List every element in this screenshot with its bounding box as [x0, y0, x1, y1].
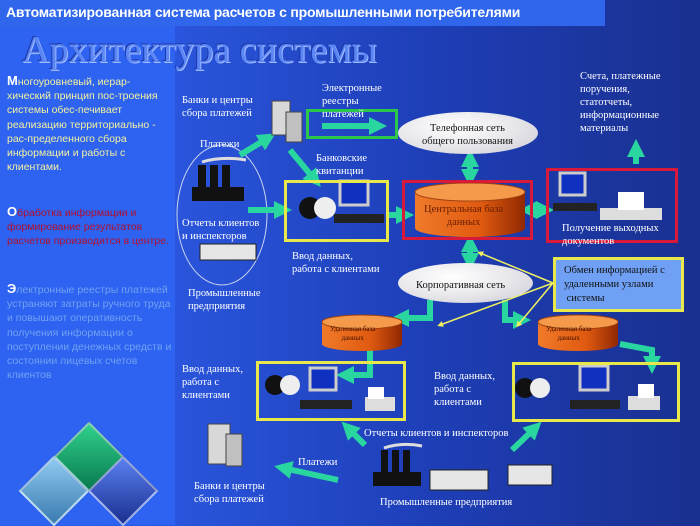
paragraph-multilevel: Многоуровневый, иерар-хический принцип п… — [7, 73, 172, 174]
drop-cap: М — [7, 73, 18, 88]
label-data-entry-top: Ввод данных, работа с клиентами — [292, 251, 380, 275]
arrows — [238, 117, 661, 483]
arrow-reports-right — [509, 421, 542, 453]
arrow-payments-bottom — [274, 461, 339, 483]
arrow-remote-left-down — [336, 350, 373, 384]
label-central-db: Центральная база данных — [424, 204, 504, 228]
phone-network-cloud — [398, 112, 538, 154]
label-data-entry-left: Ввод данных, работа с клиентами — [182, 364, 243, 401]
central-db-cylinder — [414, 182, 526, 237]
label-data-entry-right: Ввод данных, работа с клиентами — [434, 371, 495, 408]
workstation-bottom-left-icon — [265, 366, 395, 411]
label-enterprises-bottom: Промышленные предприятия — [380, 497, 513, 508]
drop-cap: О — [7, 204, 18, 219]
arrow-receipts — [287, 148, 321, 187]
factory-icon — [192, 156, 247, 201]
paragraph-text: лектронные реестры платежей устраняют за… — [7, 284, 172, 382]
paragraph-text: ногоуровневый, иерар-хический принцип по… — [7, 76, 158, 174]
workstation-top-icon — [299, 179, 384, 223]
bank-building-bottom-icon — [207, 423, 243, 467]
drop-cap: Э — [7, 281, 17, 296]
factory-bottom-icon — [373, 442, 423, 486]
data-entry-left-box — [256, 361, 406, 421]
slide-title: Архитектура системы — [22, 29, 377, 71]
warehouse-bottom-icon — [429, 469, 489, 491]
remote-db-left-cylinder — [321, 314, 403, 351]
corporate-network-cloud — [398, 263, 533, 303]
e-registers-box — [306, 109, 398, 139]
data-entry-right-box — [512, 362, 680, 422]
label-output-docs: Получение выходных документов — [562, 223, 659, 247]
arrow-corp-remote-right — [502, 300, 531, 329]
output-workstation-icon — [553, 171, 662, 220]
label-payments: Платежи — [200, 139, 240, 150]
label-enterprises: Промышленные предприятия — [188, 288, 261, 312]
header-bar: Автоматизированная система расчетов с пр… — [0, 0, 605, 26]
label-reports: Отчеты клиентов и инспекторов — [182, 218, 260, 242]
label-remote-db-right: Удаленная база данных — [546, 325, 592, 342]
paragraph-text: бработка информации и формирование резул… — [7, 207, 169, 248]
arrow-reports-left — [341, 421, 368, 448]
label-remote-db-left: Удаленная база данных — [330, 325, 376, 342]
label-corporate-network: Корпоративная сеть — [416, 280, 506, 291]
paragraph-registers: Электронные реестры платежей устраняют з… — [7, 281, 172, 382]
exchange-text: Обмен информацией с удаленными узлами си… — [564, 265, 665, 304]
workstation-bottom-right-icon — [515, 364, 660, 410]
remote-db-right-cylinder — [537, 314, 619, 351]
data-entry-top-box — [284, 180, 389, 242]
label-banks-bottom: Банки и центры сбора платежей — [194, 481, 265, 505]
label-outputs: Счета, платежные поручения, статотчеты, … — [580, 71, 661, 134]
paragraph-processing: Обработка информации и формирование резу… — [7, 204, 172, 249]
label-bank-receipts: Банковские квитанции — [316, 153, 368, 177]
arrow-remote-right-down — [619, 341, 661, 374]
warehouse-icon — [199, 243, 257, 261]
label-banks: Банки и центры сбора платежей — [182, 95, 253, 119]
central-db-box — [402, 180, 533, 240]
enterprises-ellipse — [176, 144, 268, 286]
label-phone-network: Телефонная сеть общего пользования — [422, 123, 513, 147]
label-e-registers: Электронные реестры платежей — [322, 83, 382, 120]
bank-building-icon — [271, 100, 303, 143]
label-reports-bottom: Отчеты клиентов и инспекторов — [364, 428, 509, 439]
office-bottom-icon — [507, 464, 553, 486]
label-payments-bottom: Платежи — [298, 457, 338, 468]
arrow-payments — [238, 133, 276, 158]
header-title: Автоматизированная система расчетов с пр… — [6, 4, 521, 20]
exchange-info-box: Обмен информацией с удаленными узлами си… — [553, 257, 684, 312]
arrow-corp-remote-left — [391, 300, 433, 327]
output-docs-box — [546, 168, 678, 243]
